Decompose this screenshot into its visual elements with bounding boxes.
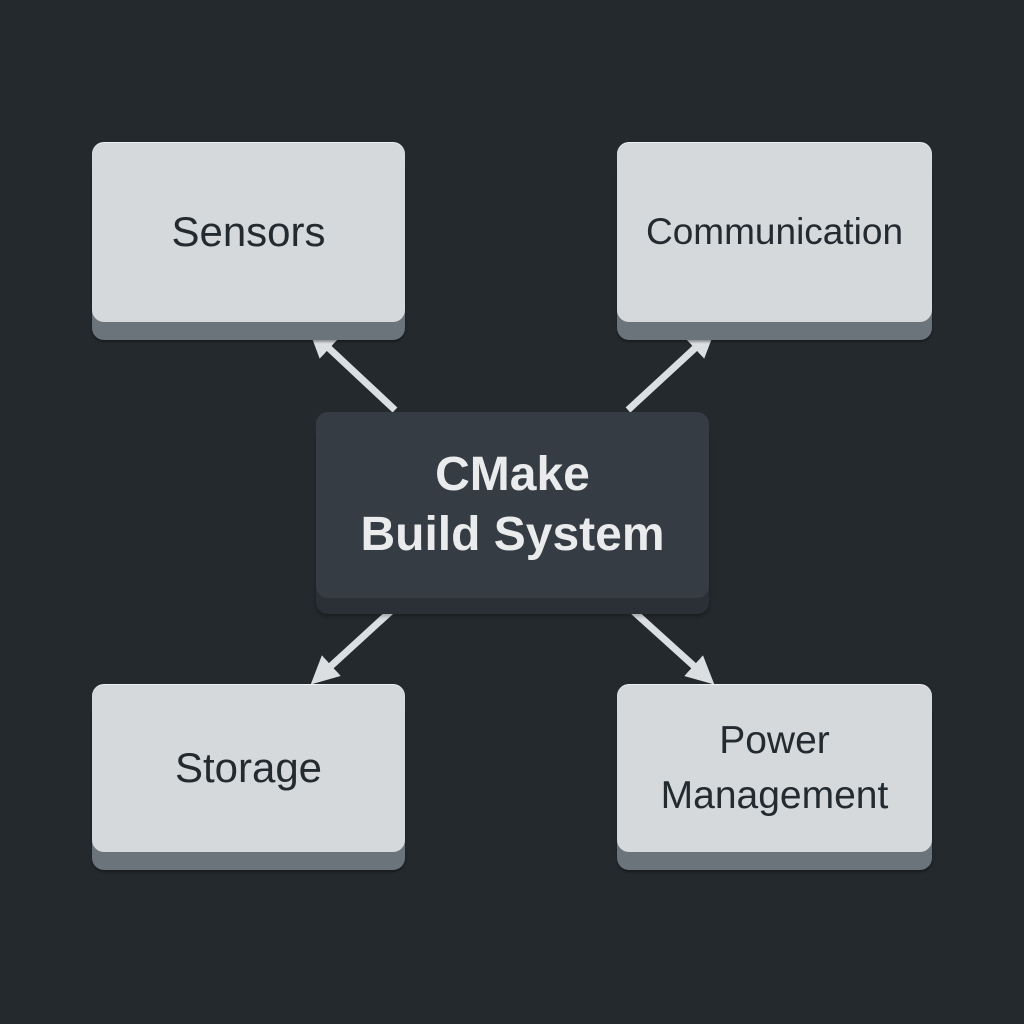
node-power-management[interactable]: Power Management: [617, 684, 932, 852]
arrow-cmake-to-power: [619, 598, 715, 685]
node-communication-label: Communication: [645, 211, 904, 253]
node-cmake-label: CMake Build System: [360, 445, 664, 565]
node-power-label-line1: Power: [719, 718, 830, 762]
node-cmake-label-line1: CMake: [435, 448, 590, 501]
node-communication[interactable]: Communication: [617, 142, 932, 322]
node-storage[interactable]: Storage: [92, 684, 405, 852]
arrow-cmake-to-communication: [625, 329, 716, 413]
node-storage-label: Storage: [174, 744, 323, 792]
arrow-cmake-to-storage: [310, 598, 405, 685]
node-sensors[interactable]: Sensors: [92, 142, 405, 322]
node-cmake-build-system[interactable]: CMake Build System: [316, 412, 709, 598]
edges-group: [308, 329, 716, 685]
node-power-label-line2: Management: [660, 773, 889, 817]
arrow-cmake-to-sensors: [308, 329, 398, 413]
node-power-label: Power Management: [661, 714, 889, 823]
node-cmake-label-line2: Build System: [360, 508, 665, 561]
node-sensors-label: Sensors: [171, 208, 326, 256]
